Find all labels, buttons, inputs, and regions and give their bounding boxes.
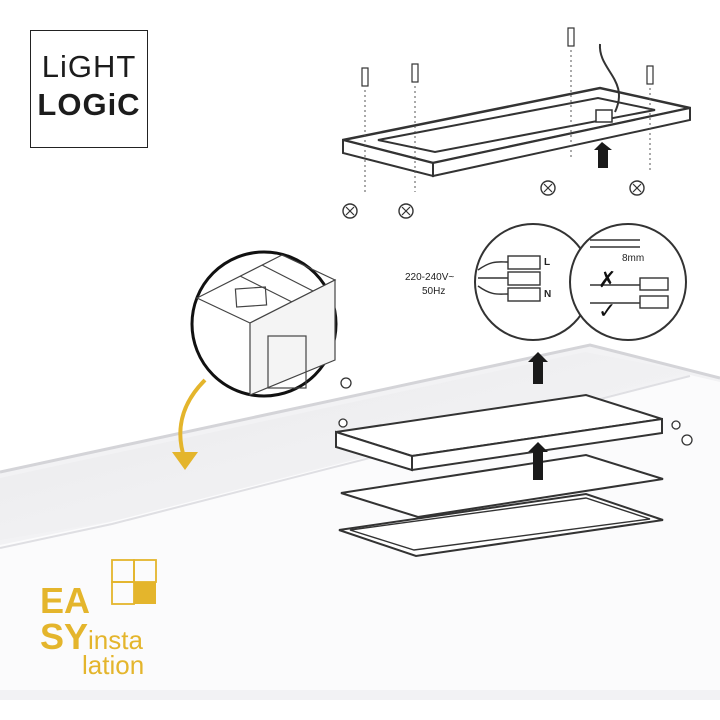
brand-logo: LiGHT LOGiC <box>30 30 148 148</box>
frequency-label: 50Hz <box>422 286 446 297</box>
svg-text:✓: ✓ <box>598 299 616 324</box>
easy-text-insta: insta <box>88 625 143 655</box>
terminal-n-label: N <box>544 289 552 300</box>
strip-length-label: 8mm <box>622 253 645 264</box>
brand-name-line1: LiGHT <box>41 49 137 84</box>
svg-text:✗: ✗ <box>598 268 616 293</box>
easy-text-lation: lation <box>82 650 145 680</box>
voltage-label: 220-240V~ <box>405 272 455 283</box>
easy-text-ea: EA <box>40 580 91 621</box>
terminal-l-label: L <box>544 257 551 268</box>
easy-text-sy: SY <box>40 616 89 657</box>
brand-name-line2: LOGiC <box>37 87 141 122</box>
